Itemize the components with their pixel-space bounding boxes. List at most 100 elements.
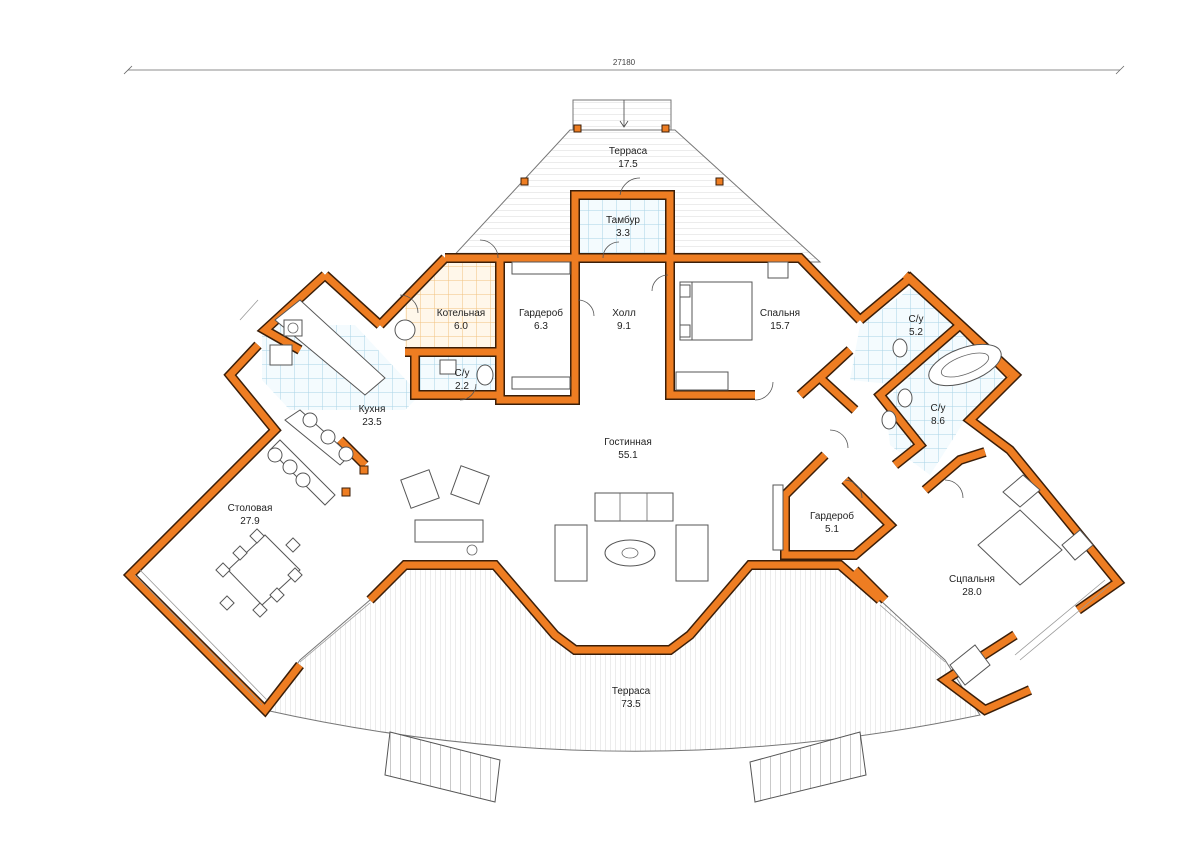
svg-text:17.5: 17.5 <box>618 159 638 170</box>
room-bedroom-2: Сцпальня 28.0 <box>949 574 995 598</box>
svg-text:8.6: 8.6 <box>931 416 945 427</box>
bathtub <box>928 343 1002 387</box>
top-stair <box>572 99 672 131</box>
svg-text:23.5: 23.5 <box>362 417 382 428</box>
svg-text:С/у: С/у <box>909 314 924 325</box>
wardrobe-rail <box>511 376 571 390</box>
svg-text:9.1: 9.1 <box>617 321 631 332</box>
svg-text:Терраса: Терраса <box>609 146 648 157</box>
toilet <box>897 388 913 408</box>
bottom-stair-left <box>384 731 501 803</box>
boiler-unit <box>394 319 416 341</box>
svg-text:Холл: Холл <box>612 308 636 319</box>
svg-text:Гардероб: Гардероб <box>519 307 563 319</box>
svg-text:55.1: 55.1 <box>618 450 638 461</box>
tv-console <box>772 484 784 551</box>
toilet <box>476 364 494 386</box>
bed <box>977 509 1063 586</box>
dining-chair <box>287 567 303 583</box>
bar-stool <box>338 446 354 462</box>
svg-text:73.5: 73.5 <box>621 699 641 710</box>
svg-text:Столовая: Столовая <box>228 503 273 514</box>
bar-stool <box>267 447 283 463</box>
tiled-floors <box>262 200 1005 475</box>
armchair <box>400 469 440 509</box>
bar-stool <box>295 472 311 488</box>
svg-text:Спальня: Спальня <box>760 308 800 319</box>
terrace-bottom-area <box>264 564 981 803</box>
dimension-line: 27180 <box>123 58 1125 75</box>
svg-text:6.3: 6.3 <box>534 321 548 332</box>
room-labels: Терраса 17.5 Тамбур 3.3 Котельная 6.0 Га… <box>228 146 995 710</box>
bar-counter <box>269 439 336 506</box>
dining-chair <box>252 602 268 618</box>
dining-chair <box>285 537 301 553</box>
toilet <box>892 338 908 358</box>
room-kitchen: Кухня 23.5 <box>359 404 386 428</box>
kitchen-stove <box>269 344 293 366</box>
wc2-floor <box>850 285 960 385</box>
tambur-floor <box>580 200 665 257</box>
bidet <box>881 410 897 430</box>
desk <box>949 644 991 686</box>
svg-text:28.0: 28.0 <box>962 587 982 598</box>
sofa <box>594 492 674 522</box>
bottom-stair-right <box>749 731 867 803</box>
svg-text:15.7: 15.7 <box>770 321 790 332</box>
dining-chair <box>219 595 235 611</box>
nightstand <box>1002 474 1041 508</box>
fireplace <box>414 519 484 543</box>
sofa <box>554 524 588 582</box>
svg-text:6.0: 6.0 <box>454 321 468 332</box>
room-wc-3: С/у 8.6 <box>931 403 946 427</box>
sink <box>439 359 457 375</box>
svg-text:2.2: 2.2 <box>455 381 469 392</box>
svg-text:Гардероб: Гардероб <box>810 510 854 522</box>
dining-chair <box>249 528 265 544</box>
room-hall: Холл 9.1 <box>612 308 636 332</box>
svg-text:Котельная: Котельная <box>437 308 485 319</box>
room-dining: Столовая 27.9 <box>228 503 273 527</box>
bar-stool <box>282 459 298 475</box>
svg-text:С/у: С/у <box>455 368 470 379</box>
room-tambur: Тамбур 3.3 <box>606 214 640 239</box>
bar-stool <box>302 412 318 428</box>
svg-text:Гостинная: Гостинная <box>604 437 652 448</box>
armchair <box>450 465 490 505</box>
kitchen-sink <box>283 319 303 337</box>
svg-text:Кухня: Кухня <box>359 404 386 415</box>
svg-text:Терраса: Терраса <box>612 686 651 697</box>
room-boiler: Котельная 6.0 <box>437 308 485 332</box>
svg-text:27.9: 27.9 <box>240 516 260 527</box>
nightstand <box>1061 529 1094 561</box>
dining-chair <box>232 545 248 561</box>
dimension-total-width: 27180 <box>613 58 636 67</box>
room-wardrobe-1: Гардероб 6.3 <box>519 307 563 332</box>
bar-stool <box>320 429 336 445</box>
room-wc-1: С/у 2.2 <box>455 368 470 392</box>
room-terrace-bottom: Терраса 73.5 <box>612 686 651 710</box>
room-terrace-top: Терраса 17.5 <box>609 146 648 170</box>
boiler-floor <box>405 262 500 350</box>
svg-text:5.2: 5.2 <box>909 327 923 338</box>
svg-text:5.1: 5.1 <box>825 524 839 535</box>
desk <box>767 261 789 279</box>
room-living: Гостинная 55.1 <box>604 437 652 461</box>
room-bedroom-1: Спальня 15.7 <box>760 308 800 332</box>
svg-text:Сцпальня: Сцпальня <box>949 574 995 585</box>
sofa <box>675 524 709 582</box>
svg-text:Тамбур: Тамбур <box>606 214 640 226</box>
doors <box>399 177 964 499</box>
dining-chair <box>269 587 285 603</box>
furniture <box>215 261 1094 686</box>
windows <box>134 299 1111 706</box>
coffee-table <box>604 539 656 567</box>
wardrobe <box>675 371 729 391</box>
room-wc-2: С/у 5.2 <box>909 314 924 338</box>
room-wardrobe-2: Гардероб 5.1 <box>810 510 854 535</box>
svg-text:С/у: С/у <box>931 403 946 414</box>
dining-chair <box>215 562 231 578</box>
wardrobe-rail <box>511 261 571 275</box>
dining-table <box>227 534 301 606</box>
